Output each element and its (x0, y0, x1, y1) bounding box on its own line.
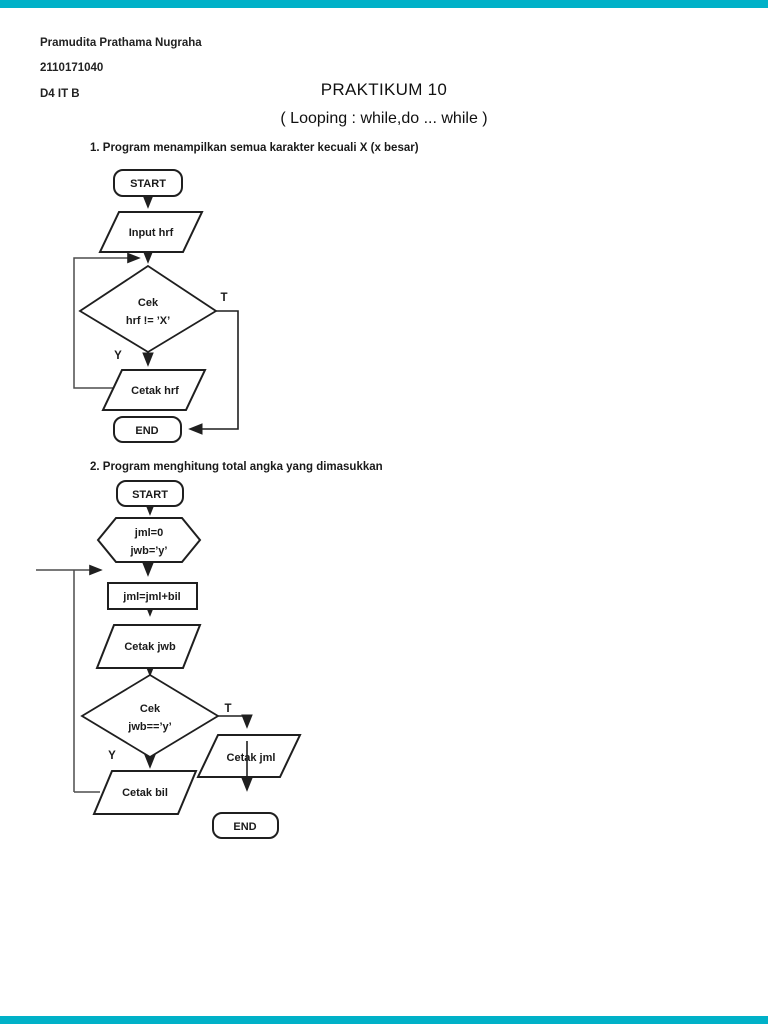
page-title: PRAKTIKUM 10 (320, 80, 448, 99)
fc1-yes-label: Y (114, 350, 122, 362)
fc1-end-label: END (135, 425, 158, 437)
fc2-yes-label: Y (108, 750, 116, 762)
student-id: 2110171040 (40, 62, 104, 74)
class-name: D4 IT B (40, 88, 80, 100)
fc2-output-jwb-label: Cetak jwb (124, 641, 176, 653)
fc2-start-label: START (132, 489, 168, 501)
viewer-top-bar (0, 0, 768, 8)
fc1-end-terminator (113, 416, 182, 443)
fc2-true-branch-connector (218, 714, 253, 729)
section-1-label: 1. Program menampilkan semua karakter ke… (90, 142, 419, 154)
fc2-init-hexagon (96, 517, 202, 563)
fc2-output-bil-label: Cetak bil (122, 787, 168, 799)
fc2-decision-line1: Cek (140, 703, 161, 715)
fc1-loopback-connector (73, 252, 141, 389)
fc2-output-jml-parallelogram (196, 734, 302, 778)
flowchart-1: START Input hrf Cek hrf != ’X’ T Y Cetak… (73, 169, 239, 443)
fc2-process-label: jml=jml+bil (122, 591, 180, 603)
fc2-output-bil-parallelogram (92, 770, 198, 815)
fc1-start-label: START (130, 178, 166, 190)
fc2-output-jwb-parallelogram (95, 624, 202, 669)
fc1-decision-line2: hrf != ’X’ (126, 315, 170, 327)
fc1-output-label: Cetak hrf (131, 385, 179, 397)
viewer-bottom-bar (0, 1016, 768, 1024)
fc2-decision-line2: jwb==’y’ (127, 721, 171, 733)
fc1-start-terminator (113, 169, 183, 197)
fc2-start-terminator (116, 480, 184, 507)
fc2-end-label: END (233, 821, 256, 833)
page-subtitle: ( Looping : while,do ... while ) (280, 110, 488, 127)
fc1-input-parallelogram (98, 211, 204, 253)
fc1-decision-line1: Cek (138, 297, 159, 309)
fc2-output-jml-label: Cetak jml (227, 752, 276, 764)
fc2-end-terminator (212, 812, 279, 839)
fc2-init-line1: jml=0 (134, 527, 163, 539)
fc2-process-rect (107, 582, 198, 610)
fc1-output-parallelogram (101, 369, 207, 411)
fc1-true-label: T (220, 292, 227, 304)
fc1-true-branch-connector (188, 310, 239, 435)
fc2-decision-diamond (80, 673, 220, 759)
fc1-decision-diamond (78, 264, 218, 354)
fc1-input-label: Input hrf (129, 227, 174, 239)
flowchart-2: START jml=0 jwb=’y’ jml=jml+bil Cetak jw… (36, 480, 302, 839)
fc2-init-line2: jwb=’y’ (130, 545, 168, 557)
author-name: Pramudita Prathama Nugraha (40, 37, 202, 49)
section-2-label: 2. Program menghitung total angka yang d… (90, 461, 383, 473)
fc2-true-label: T (224, 703, 231, 715)
